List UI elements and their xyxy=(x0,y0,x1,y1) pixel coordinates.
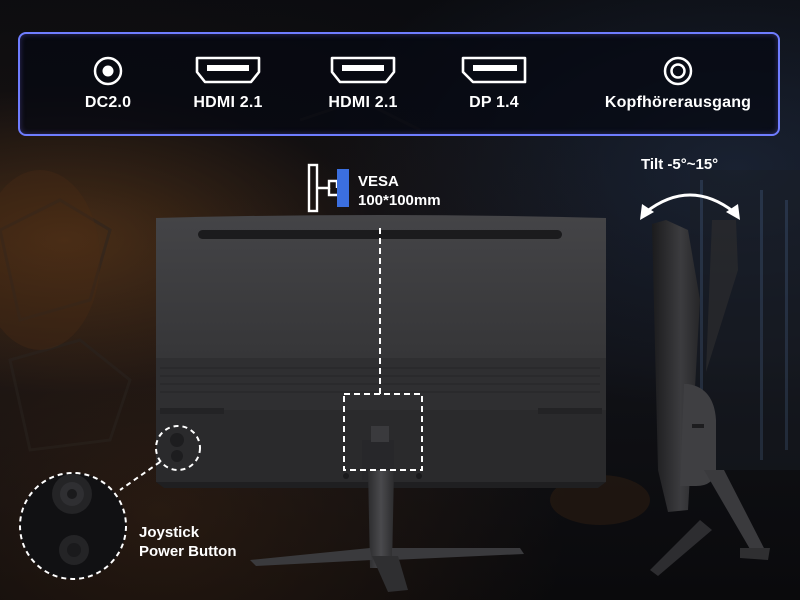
tilt-arc-arrow xyxy=(645,193,735,214)
port-label: Kopfhörerausgang xyxy=(604,94,752,111)
tilt-label: Tilt -5°~15° xyxy=(641,156,719,173)
arrow-head-right-icon xyxy=(726,204,740,220)
port-label: HDMI 2.1 xyxy=(328,94,398,111)
arrow-head-left-icon xyxy=(640,204,654,220)
monitor-side-view xyxy=(650,220,770,576)
port-label: DC2.0 xyxy=(84,94,132,111)
vesa-dashed-guide xyxy=(343,228,423,471)
hdmi-port-icon xyxy=(138,56,318,86)
headphone-jack-icon xyxy=(588,56,768,86)
controls-callout xyxy=(19,425,201,580)
vesa-label: VESA 100*100mm xyxy=(358,172,441,210)
port-headphone: Kopfhörerausgang xyxy=(588,34,768,134)
controls-label: Joystick Power Button xyxy=(139,523,237,561)
port-hdmi-2: HDMI 2.1 xyxy=(273,34,453,134)
port-displayport: DP 1.4 xyxy=(404,34,584,134)
port-dc-power: DC2.0 xyxy=(18,34,198,134)
dc-power-port-icon xyxy=(18,56,198,86)
vesa-size: 100*100mm xyxy=(358,192,441,209)
port-label: HDMI 2.1 xyxy=(193,94,263,111)
displayport-icon xyxy=(404,56,584,86)
vesa-title: VESA xyxy=(358,173,399,190)
joystick-label: Joystick xyxy=(139,524,200,541)
port-overview-panel: DC2.0 HDMI 2.1 HDMI 2.1 DP 1.4 Kopfhörer… xyxy=(18,32,780,136)
power-button-label: Power Button xyxy=(139,543,237,560)
port-hdmi-1: HDMI 2.1 xyxy=(138,34,318,134)
monitor-stand xyxy=(250,426,524,592)
port-label: DP 1.4 xyxy=(469,94,519,111)
vesa-mount-icon xyxy=(307,163,349,213)
hdmi-port-icon xyxy=(273,56,453,86)
